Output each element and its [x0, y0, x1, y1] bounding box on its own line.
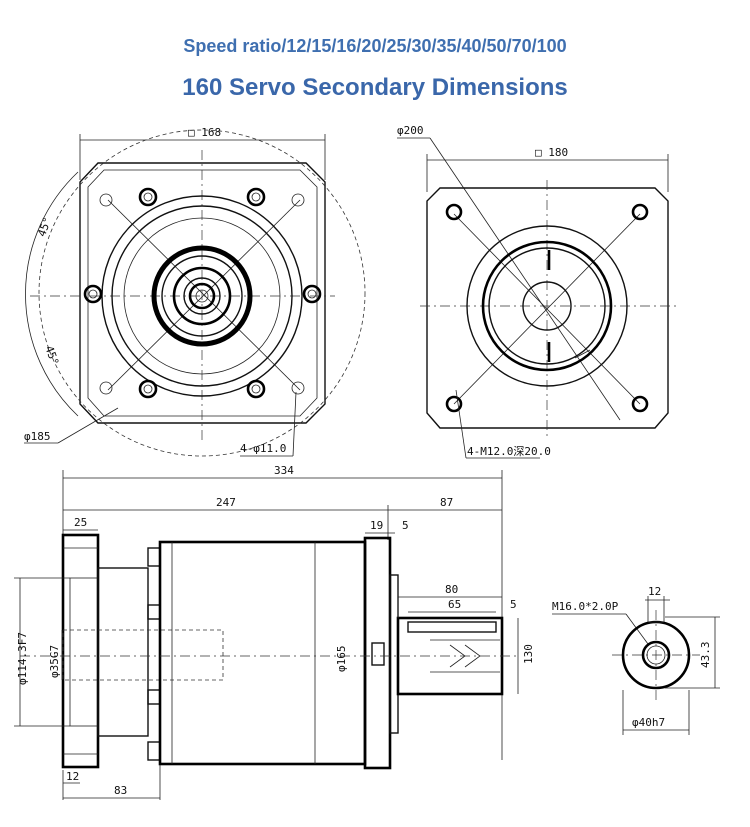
side-view: 334 247 87 25 19 5	[14, 464, 535, 800]
front-pcd-dim: φ185	[24, 430, 51, 443]
dia-bore-dim: φ35G7	[48, 645, 61, 678]
front-holes-dim: 4-φ11.0	[240, 442, 286, 455]
front-square-dim: □ 168	[188, 126, 221, 139]
back-square-dim: □ 180	[535, 146, 568, 159]
back-view: φ200 □ 180 4-M12.0深20.0	[397, 124, 676, 459]
dia-left-dim: φ114.3F7	[16, 632, 29, 685]
dim-19: 19	[370, 519, 383, 532]
dim-83: 83	[114, 784, 127, 797]
front-view: □ 168 45° 45°	[24, 126, 366, 457]
output-length-dim: 87	[440, 496, 453, 509]
back-pcd-dim: φ200	[397, 124, 424, 137]
shaft-5-dim: 5	[510, 598, 517, 611]
total-length-dim: 334	[274, 464, 294, 477]
dia-body-dim: φ165	[335, 646, 348, 673]
dia-right-dim: 130	[522, 644, 535, 664]
shaft-end-view: M16.0*2.0P 12 43.3 φ40h7	[552, 585, 720, 735]
key-width-dim: 12	[648, 585, 661, 598]
height-dim: 43.3	[699, 642, 712, 669]
front-angle-top: 45°	[35, 215, 54, 238]
page-title: 160 Servo Secondary Dimensions	[182, 74, 568, 101]
speed-ratio-heading: Speed ratio/12/15/16/20/25/30/35/40/50/7…	[183, 36, 567, 56]
thread-dim: M16.0*2.0P	[552, 600, 619, 613]
shaft-80-dim: 80	[445, 583, 458, 596]
flange-thickness-dim: 25	[74, 516, 87, 529]
diameter-dim: φ40h7	[632, 716, 665, 729]
body-length-dim: 247	[216, 496, 236, 509]
dim-5: 5	[402, 519, 409, 532]
dim-12-bottom: 12	[66, 770, 79, 783]
front-angle-bottom: 45°	[42, 344, 61, 367]
shaft-65-dim: 65	[448, 598, 461, 611]
back-holes-dim: 4-M12.0深20.0	[467, 445, 551, 458]
